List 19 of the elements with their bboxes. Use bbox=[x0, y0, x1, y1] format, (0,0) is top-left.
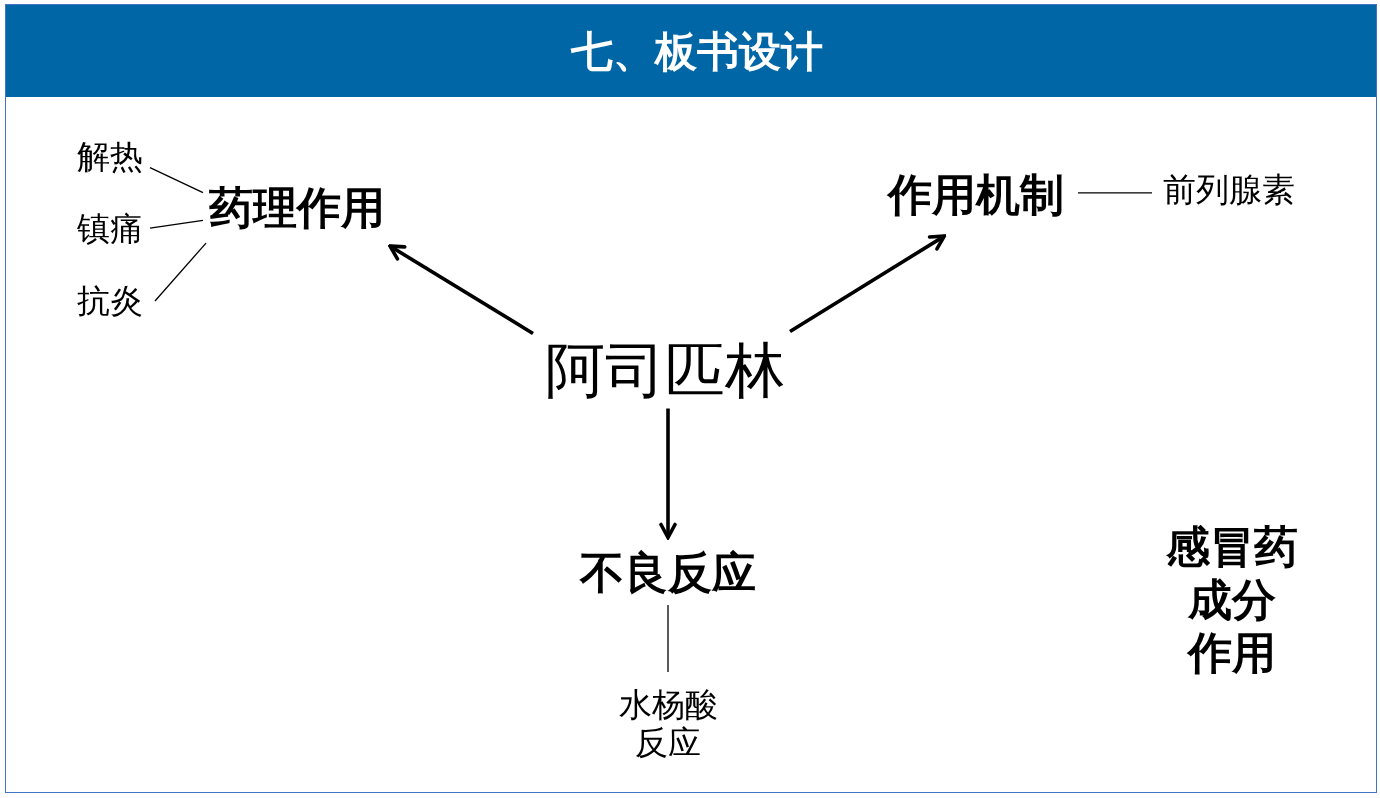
connector-line bbox=[149, 166, 204, 194]
detail-text: 水杨酸反应 bbox=[616, 686, 720, 762]
arrow bbox=[388, 244, 534, 336]
detail-text: 抗炎 bbox=[77, 282, 143, 320]
connector-line bbox=[149, 219, 204, 229]
branch-heading: 不良反应 bbox=[580, 547, 756, 599]
arrow bbox=[789, 234, 947, 334]
connector-line bbox=[1077, 192, 1153, 194]
side-note: 感冒药成分作用 bbox=[1166, 521, 1298, 680]
detail-text: 前列腺素 bbox=[1163, 171, 1295, 209]
detail-text: 解热 bbox=[77, 138, 143, 176]
title-text: 七、板书设计 bbox=[571, 28, 823, 77]
branch-heading: 药理作用 bbox=[209, 182, 385, 234]
branch-heading: 作用机制 bbox=[888, 169, 1064, 221]
detail-text: 镇痛 bbox=[77, 210, 143, 248]
central-topic-text: 阿司匹林 bbox=[545, 335, 785, 405]
connector-line bbox=[154, 242, 207, 302]
arrow bbox=[659, 408, 677, 540]
connector-line bbox=[667, 604, 669, 673]
